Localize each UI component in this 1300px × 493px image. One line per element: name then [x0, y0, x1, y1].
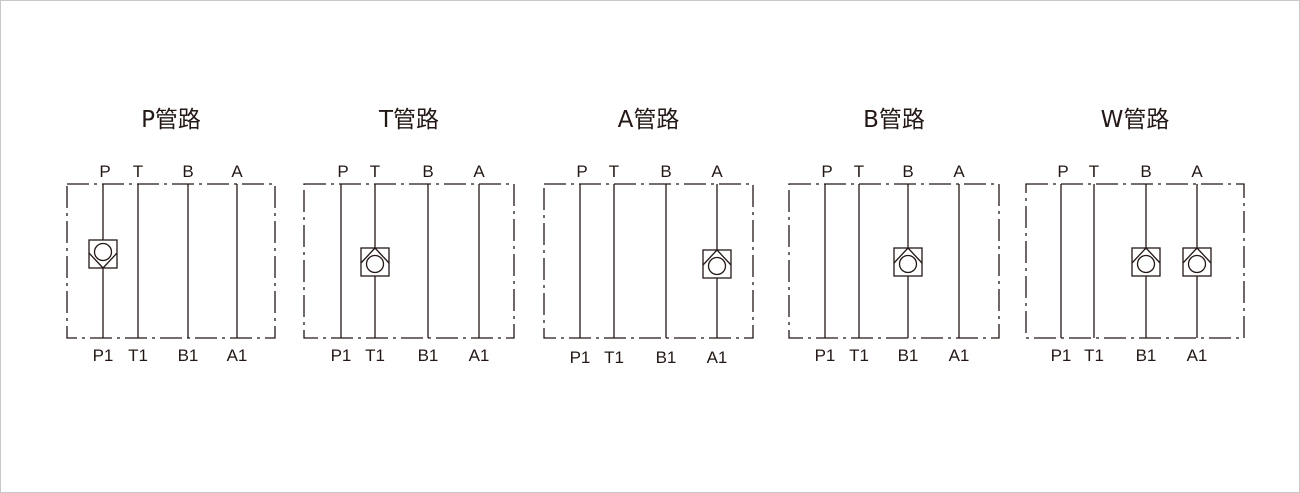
port-label-p1: P1: [815, 346, 836, 365]
port-label-a: A: [711, 162, 723, 181]
check-valve-ball: [1136, 254, 1156, 274]
port-label-a1: A1: [949, 346, 970, 365]
check-valve-icon: [1182, 247, 1212, 277]
check-valve-ball: [365, 254, 385, 274]
port-label-p1: P1: [331, 346, 352, 365]
check-valve-ball: [898, 254, 918, 274]
port-label-p: P: [337, 162, 348, 181]
port-label-t: T: [370, 162, 380, 181]
port-label-b: B: [182, 162, 193, 181]
panel-title: A管路: [618, 107, 680, 133]
port-label-t: T: [854, 162, 864, 181]
port-label-a: A: [953, 162, 965, 181]
check-valve-icon: [360, 247, 390, 277]
check-valve-seat: [1131, 247, 1161, 264]
schematic-panel-a: A管路 P P1 T T1 B B1 A A1: [543, 107, 754, 367]
check-valve-seat: [88, 252, 118, 269]
port-label-t: T: [1089, 162, 1099, 181]
schematic-panel-b: B管路 P P1 T T1 B B1 A A1: [788, 107, 1000, 365]
port-label-t1: T1: [849, 346, 869, 365]
panel-title: B管路: [863, 107, 925, 133]
port-label-p1: P1: [93, 346, 114, 365]
port-label-b1: B1: [898, 346, 919, 365]
check-valve-ball: [707, 256, 727, 276]
port-label-a1: A1: [227, 346, 248, 365]
port-label-p: P: [99, 162, 110, 181]
schematic-panel-p: P管路 P P1 T T1 B B1 A A1: [66, 107, 276, 365]
port-label-t: T: [609, 162, 619, 181]
check-valve-icon: [893, 247, 923, 277]
port-label-b1: B1: [1136, 346, 1157, 365]
check-valve-icon: [88, 239, 118, 269]
port-label-t1: T1: [128, 346, 148, 365]
check-valve-seat: [893, 247, 923, 264]
port-label-p: P: [576, 162, 587, 181]
panel-title: T管路: [378, 107, 439, 133]
port-label-t1: T1: [604, 348, 624, 367]
port-label-p1: P1: [1051, 346, 1072, 365]
port-label-a1: A1: [1187, 346, 1208, 365]
check-valve-seat: [1182, 247, 1212, 264]
valve-body-outline: [1025, 183, 1245, 339]
check-valve-ball: [93, 242, 113, 262]
port-label-p1: P1: [570, 348, 591, 367]
port-label-a: A: [1191, 162, 1203, 181]
port-label-a1: A1: [707, 348, 728, 367]
check-valve-ball: [1187, 254, 1207, 274]
schematic-panel-w: W管路 P P1 T T1 B B1 A A1: [1025, 107, 1245, 365]
valve-body-outline: [303, 183, 515, 339]
port-label-p: P: [821, 162, 832, 181]
check-valve-seat: [702, 249, 732, 266]
port-label-t: T: [133, 162, 143, 181]
panel-title: P管路: [141, 107, 201, 133]
port-label-a: A: [473, 162, 485, 181]
port-label-t1: T1: [1084, 346, 1104, 365]
panel-title: W管路: [1101, 107, 1170, 133]
port-label-b1: B1: [656, 348, 677, 367]
port-label-t1: T1: [365, 346, 385, 365]
valve-body-outline: [543, 183, 754, 339]
check-valve-icon: [702, 249, 732, 279]
valve-body-outline: [66, 183, 276, 339]
port-label-a: A: [231, 162, 243, 181]
port-label-b1: B1: [178, 346, 199, 365]
port-label-b: B: [1140, 162, 1151, 181]
port-label-a1: A1: [469, 346, 490, 365]
schematic-panel-t: T管路 P P1 T T1 B B1 A A1: [303, 107, 515, 365]
port-label-b1: B1: [418, 346, 439, 365]
port-label-b: B: [422, 162, 433, 181]
check-valve-seat: [360, 247, 390, 264]
port-label-p: P: [1057, 162, 1068, 181]
port-label-b: B: [902, 162, 913, 181]
port-label-b: B: [660, 162, 671, 181]
check-valve-icon: [1131, 247, 1161, 277]
valve-body-outline: [788, 183, 1000, 339]
